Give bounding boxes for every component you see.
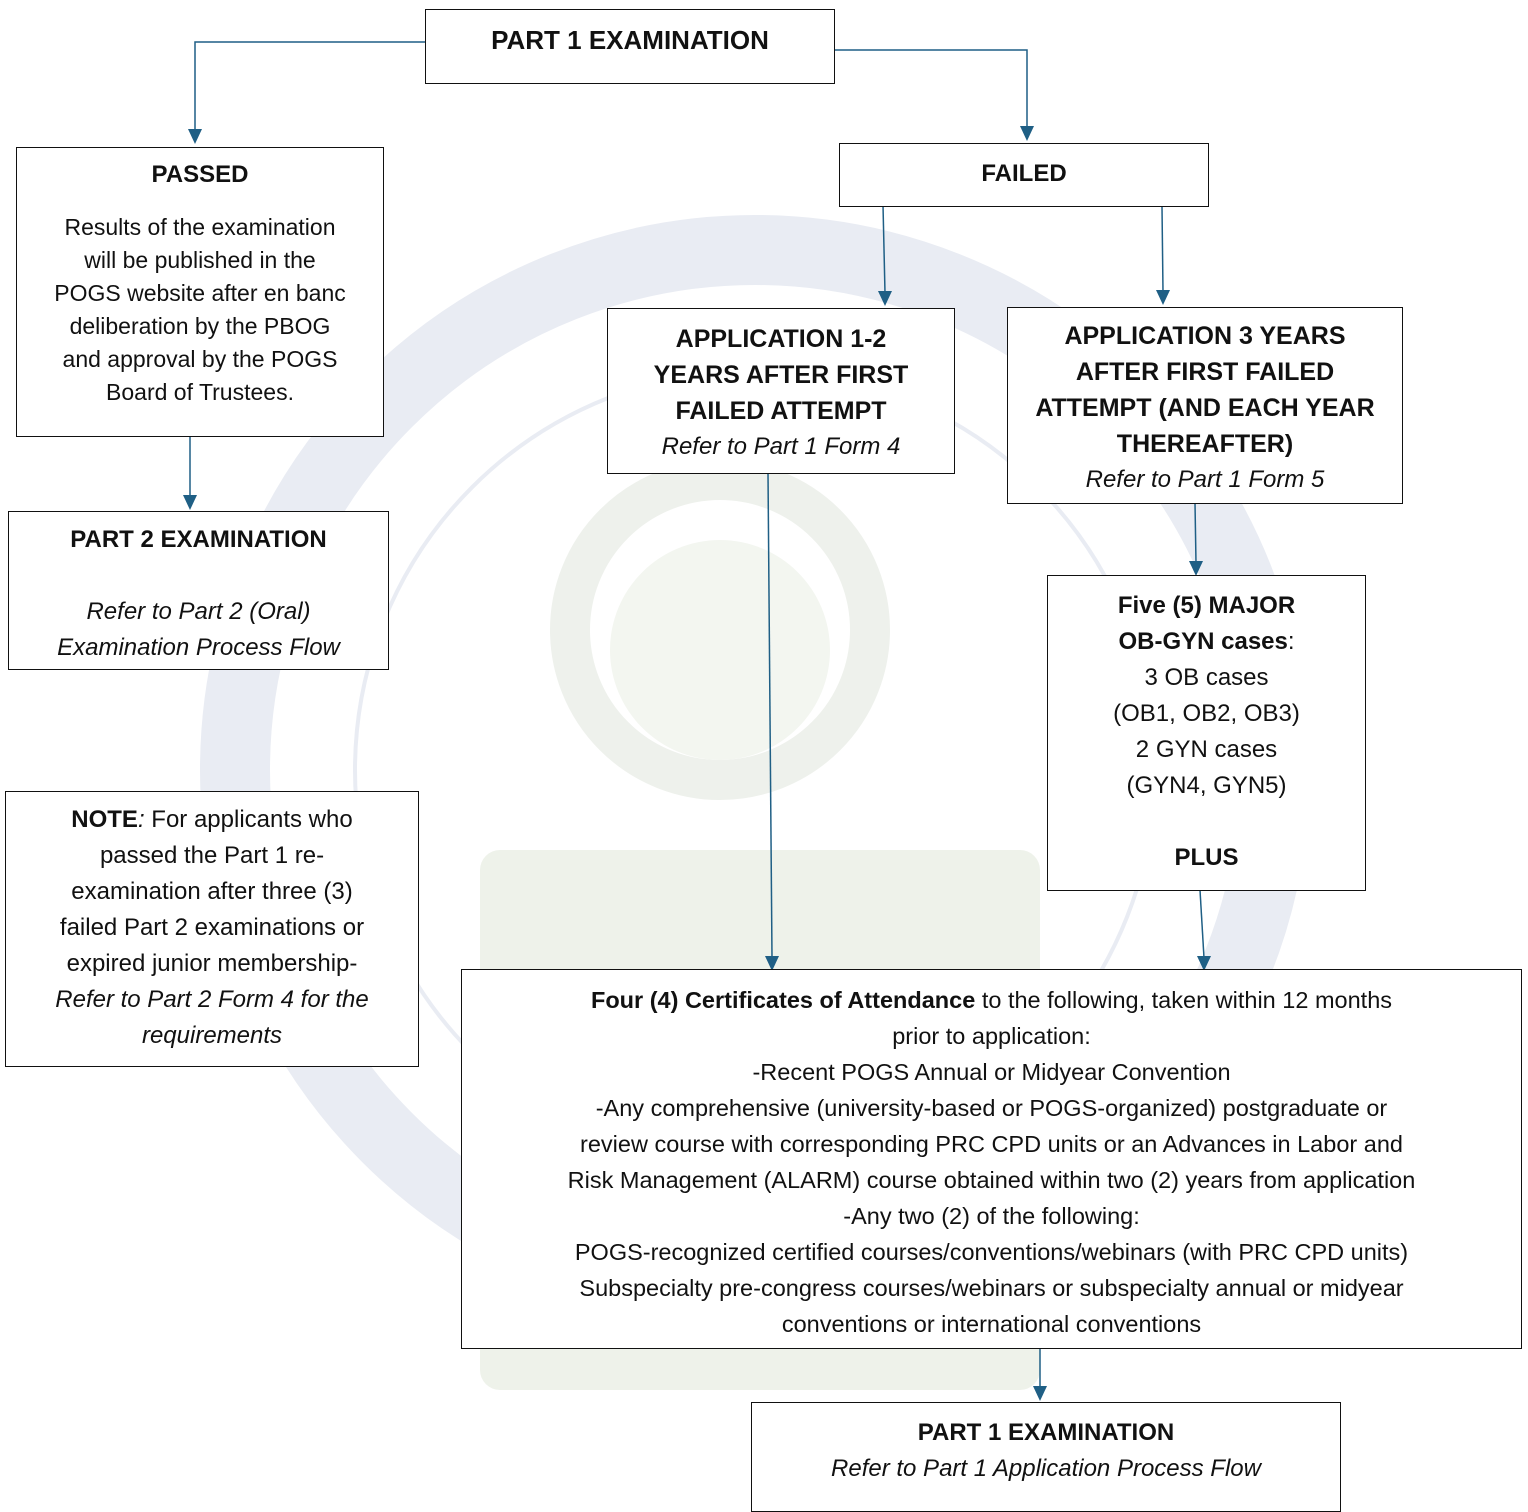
certificates-lead-rest: to the following, taken within 12 months xyxy=(975,987,1393,1013)
node-title-line: APPLICATION 3 YEARS xyxy=(1064,322,1346,350)
node-reference: Refer to Part 1 Application Process Flow xyxy=(831,1455,1261,1482)
node-text-line: (OB1, OB2, OB3) xyxy=(1113,700,1300,727)
node-text-line: 2 GYN cases xyxy=(1135,736,1278,763)
node-text-line: passed the Part 1 re- xyxy=(99,842,325,869)
node-title: PART 1 EXAMINATION xyxy=(917,1419,1175,1446)
node-note: NOTE: For applicants who passed the Part… xyxy=(5,791,419,1067)
node-title-suffix: : xyxy=(1287,628,1295,655)
node-text-line: POGS website after en banc xyxy=(54,280,346,306)
arrowhead-app12 xyxy=(878,291,892,306)
node-reference: Refer to Part 2 Form 4 for the xyxy=(55,986,369,1013)
node-title: PASSED xyxy=(151,161,249,188)
node-reference: Refer to Part 1 Form 5 xyxy=(1085,466,1325,493)
node-text-line: expired junior membership- xyxy=(66,950,358,977)
node-title-line: FAILED ATTEMPT xyxy=(675,397,887,425)
node-title-line: AFTER FIRST FAILED xyxy=(1075,358,1335,386)
node-text-line: prior to application: xyxy=(892,1023,1091,1049)
node-text-line: -Any two (2) of the following: xyxy=(843,1203,1140,1229)
connector-failed-to-app3 xyxy=(1161,206,1164,293)
arrowhead-cert-right xyxy=(1197,956,1211,971)
node-part2-examination: PART 2 EXAMINATION Refer to Part 2 (Oral… xyxy=(8,511,389,670)
node-title-line: YEARS AFTER FIRST xyxy=(653,361,909,389)
node-text-line: -Recent POGS Annual or Midyear Conventio… xyxy=(752,1059,1231,1085)
node-text-line: (GYN4, GYN5) xyxy=(1126,772,1287,799)
node-text-line: Results of the examination xyxy=(64,214,336,240)
arrowhead-app3 xyxy=(1156,290,1170,305)
note-colon: : xyxy=(137,806,145,833)
node-text-line: will be published in the xyxy=(84,247,316,273)
node-text-line: conventions or international conventions xyxy=(781,1311,1202,1337)
node-text-line: 3 OB cases xyxy=(1144,664,1269,691)
node-certificates-of-attendance: Four (4) Certificates of Attendance to t… xyxy=(461,969,1522,1349)
node-title-line: ATTEMPT (AND EACH YEAR xyxy=(1035,394,1375,422)
node-text-line: -Any comprehensive (university-based or … xyxy=(595,1095,1388,1121)
note-label: NOTE xyxy=(71,806,138,833)
node-text-line: Subspecialty pre-congress courses/webina… xyxy=(579,1275,1404,1301)
node-text-line: Risk Management (ALARM) course obtained … xyxy=(567,1167,1416,1193)
connector-failed-to-app12 xyxy=(882,204,886,294)
node-passed: PASSED Results of the examination will b… xyxy=(16,147,384,437)
node-title: PART 2 EXAMINATION xyxy=(70,526,327,553)
node-part1-examination-bottom: PART 1 EXAMINATION Refer to Part 1 Appli… xyxy=(751,1402,1341,1512)
arrowhead-passed xyxy=(188,129,202,144)
node-text-line: Board of Trustees. xyxy=(106,379,294,405)
node-title-line: Five (5) MAJOR xyxy=(1117,592,1296,619)
arrowhead-part1-bottom xyxy=(1033,1386,1047,1401)
connector-top-to-failed xyxy=(835,49,1028,128)
node-title-line: THEREAFTER) xyxy=(1116,430,1294,458)
node-major-obgyn-cases: Five (5) MAJOR OB-GYN cases: 3 OB cases … xyxy=(1047,575,1366,891)
connector-app3-to-major xyxy=(1194,502,1197,564)
node-text-line: and approval by the POGS xyxy=(62,346,338,372)
arrowhead-cert-left xyxy=(765,956,779,971)
node-title: FAILED xyxy=(981,160,1067,187)
node-title: PART 1 EXAMINATION xyxy=(491,25,769,55)
node-text-line: review course with corresponding PRC CPD… xyxy=(580,1131,1403,1157)
connector-app12-to-certificates xyxy=(767,472,773,959)
arrowhead-failed xyxy=(1020,126,1034,141)
arrowhead-part2 xyxy=(183,495,197,510)
certificates-lead: Four (4) Certificates of Attendance xyxy=(590,987,976,1013)
node-reference: Refer to Part 2 (Oral) xyxy=(86,598,311,625)
node-text-line: failed Part 2 examinations or xyxy=(59,914,365,941)
connector-major-to-certificates xyxy=(1199,889,1205,959)
node-text-line: examination after three (3) xyxy=(71,878,353,905)
node-text-line: deliberation by the PBOG xyxy=(69,313,331,339)
node-application-1-2-years: APPLICATION 1-2 YEARS AFTER FIRST FAILED… xyxy=(607,308,955,474)
arrowhead-major xyxy=(1189,561,1203,576)
node-part1-examination-top: PART 1 EXAMINATION xyxy=(425,9,835,84)
connector-top-to-passed xyxy=(194,41,425,132)
node-plus-label: PLUS xyxy=(1174,844,1239,871)
node-reference: requirements xyxy=(141,1022,283,1049)
node-reference: Examination Process Flow xyxy=(57,634,340,661)
node-text-line: POGS-recognized certified courses/conven… xyxy=(574,1239,1409,1265)
note-text: For applicants who xyxy=(144,806,353,833)
node-application-3-years: APPLICATION 3 YEARS AFTER FIRST FAILED A… xyxy=(1007,307,1403,504)
node-title-line: APPLICATION 1-2 xyxy=(675,325,887,353)
node-reference: Refer to Part 1 Form 4 xyxy=(661,433,901,460)
node-failed: FAILED xyxy=(839,143,1209,207)
node-title-line: OB-GYN cases xyxy=(1118,628,1288,655)
